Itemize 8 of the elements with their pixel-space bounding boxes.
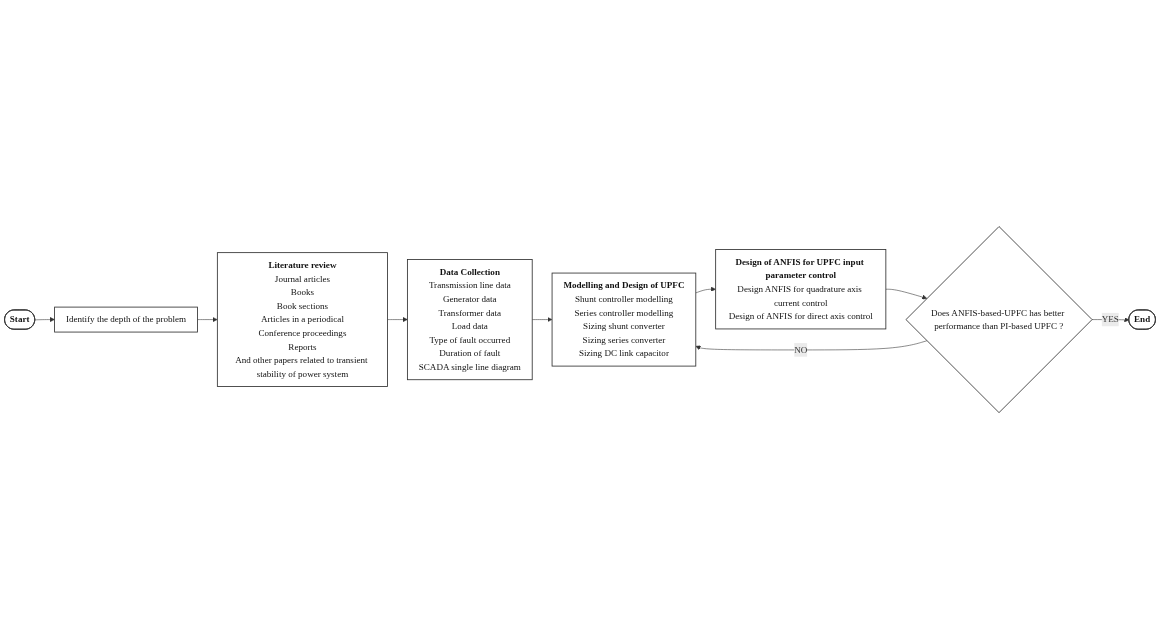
- node-diamond: Does ANFIS-based-UPFC has better performance than PI-based UPFC ?: [905, 226, 1093, 414]
- node-box: Design of ANFIS for UPFC input parameter control Design ANFIS for quadrature axis current control Design of ANFIS for direct axis control: [715, 249, 887, 330]
- node-box: Data Collection Transmission line data Generator data Transformer data Load data Type of fault occurred Duration of fault SCADA single line diagram: [407, 259, 533, 381]
- edge-label: NO: [794, 345, 808, 355]
- edge-label: YES: [1101, 314, 1119, 325]
- node-box: Literature review Journal articles Books Book sections Articles in a periodical Conference proceedings Reports And other papers related to transient stability of power system: [216, 252, 388, 388]
- node-box: Modelling and Design of UPFC Shunt controller modelling Series controller modelling Sizing shunt converter Sizing series converter Sizing DC link capacitor: [551, 273, 697, 367]
- node-box: Identify the depth of the problem: [54, 307, 198, 333]
